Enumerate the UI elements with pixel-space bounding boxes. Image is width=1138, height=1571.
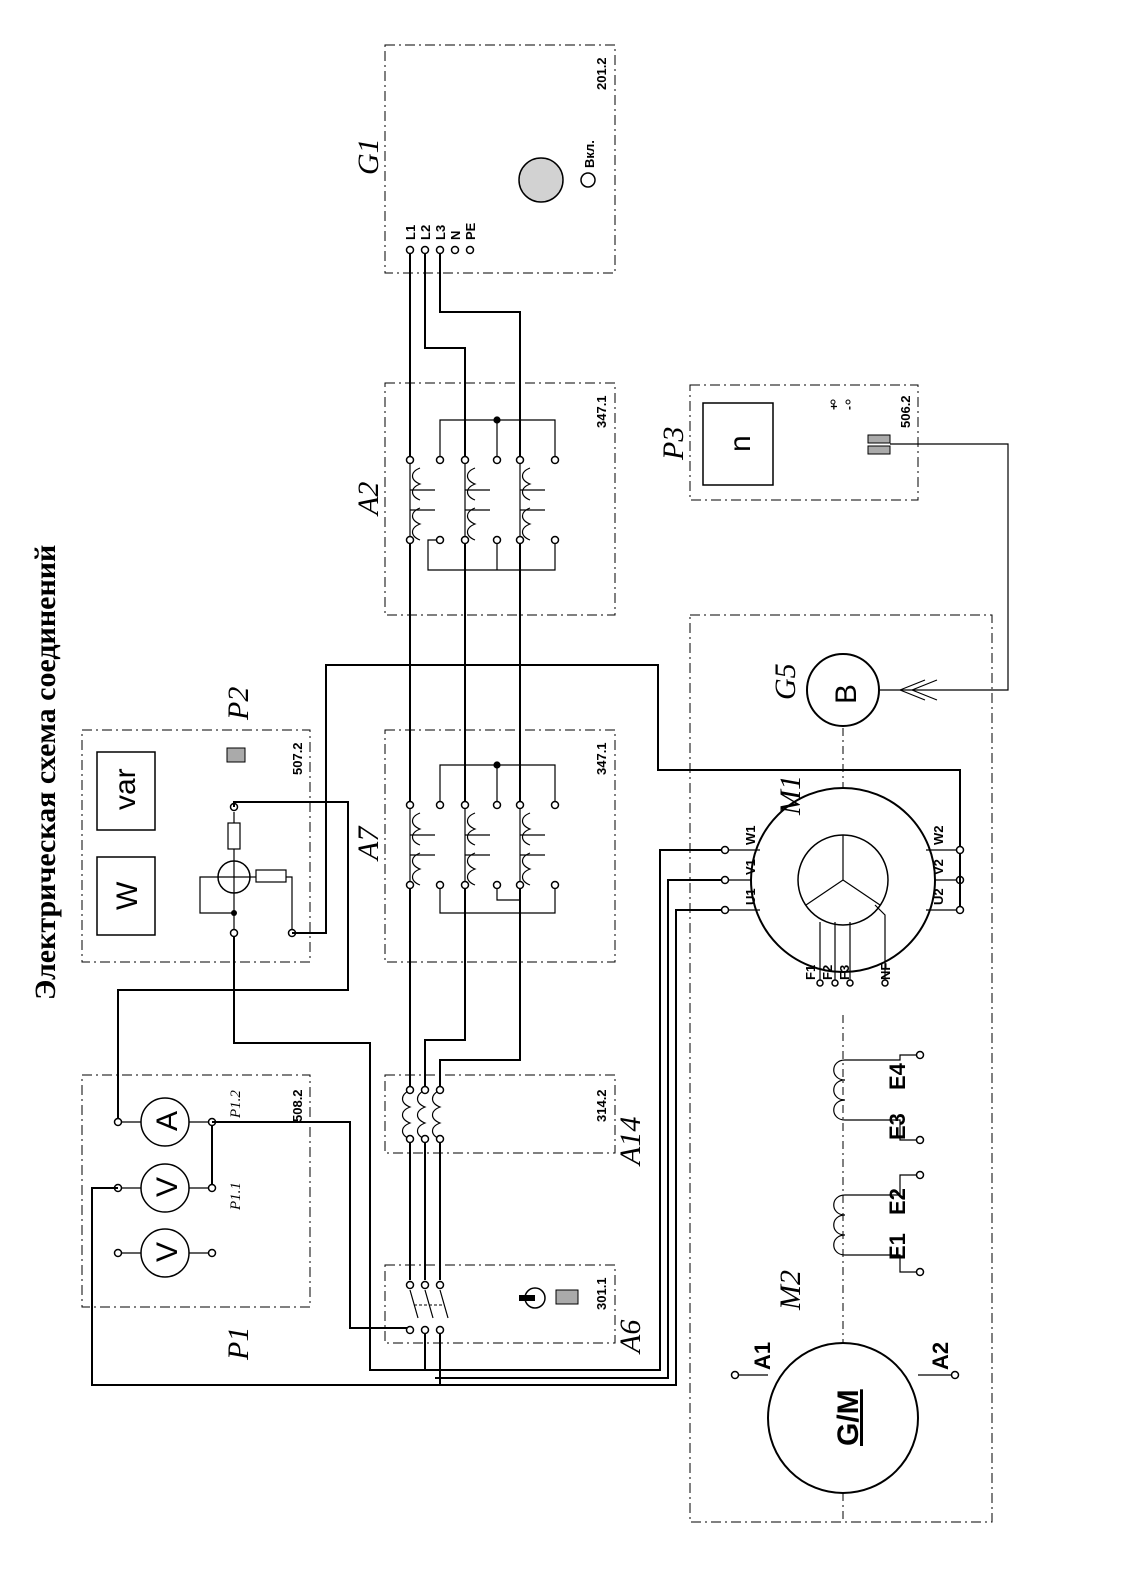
a14-code: 314.2 bbox=[594, 1089, 609, 1122]
a2-code: 347.1 bbox=[594, 395, 609, 428]
wires-g1-a2 bbox=[409, 253, 521, 460]
p3-display-n-text: n bbox=[724, 435, 757, 452]
svg-text:V2: V2 bbox=[931, 859, 946, 875]
m2-machine: G/M M2 A1 A2 E1 E2 E3 E4 bbox=[730, 679, 960, 1520]
p1-sub-12: P1.2 bbox=[228, 1090, 244, 1119]
p3-code: 506.2 bbox=[898, 395, 913, 428]
g5-generator: B G5 bbox=[769, 653, 880, 727]
svg-text:U1: U1 bbox=[743, 888, 758, 905]
svg-text:V: V bbox=[151, 1177, 184, 1197]
m2-label: M2 bbox=[774, 1270, 807, 1311]
svg-text:W1: W1 bbox=[743, 826, 758, 846]
svg-text:U2: U2 bbox=[931, 888, 946, 905]
module-p2: 507.2 P2 var W bbox=[81, 687, 311, 963]
g5-symbol: B bbox=[830, 684, 863, 704]
module-p3: 506.2 P3 n + - bbox=[657, 384, 1009, 691]
p1-code: 508.2 bbox=[290, 1089, 305, 1122]
g1-terminal-l1: L1 bbox=[403, 225, 418, 240]
p1-label: P1 bbox=[222, 1327, 255, 1361]
g1-terminal-n: N bbox=[448, 231, 463, 240]
svg-text:E4: E4 bbox=[885, 1062, 910, 1090]
a6-code: 301.1 bbox=[594, 1277, 609, 1310]
svg-text:V1: V1 bbox=[743, 859, 758, 875]
p3-display-n bbox=[702, 402, 774, 486]
p2-display-w bbox=[96, 856, 156, 936]
p2-display-var bbox=[96, 751, 156, 831]
g1-terminal-l2: L2 bbox=[418, 225, 433, 240]
module-a6: 301.1 A6 bbox=[384, 1264, 647, 1355]
svg-text:E1: E1 bbox=[885, 1233, 910, 1260]
m1-label: M1 bbox=[774, 775, 807, 816]
module-a14: 314.2 A14 bbox=[384, 1074, 647, 1167]
module-a2: 347.1 A2 bbox=[352, 382, 616, 616]
p2-display-w-text: W bbox=[111, 881, 144, 910]
g1-label: G1 bbox=[352, 138, 385, 175]
m2-symbol: G/M bbox=[832, 1389, 865, 1446]
p2-display-var-text: var bbox=[109, 768, 142, 810]
svg-text:E3: E3 bbox=[885, 1113, 910, 1140]
p3-plus: + bbox=[827, 403, 841, 410]
a14-label: A14 bbox=[614, 1117, 647, 1167]
p2-switch[interactable] bbox=[226, 747, 246, 763]
a7-code: 347.1 bbox=[594, 742, 609, 775]
g1-code: 201.2 bbox=[594, 57, 609, 90]
g1-power-knob[interactable] bbox=[518, 157, 564, 203]
p2-label: P2 bbox=[222, 687, 255, 721]
svg-text:A: A bbox=[151, 1111, 184, 1131]
a2-windings bbox=[409, 416, 556, 571]
module-p1: 508.2 P1 A V V P1.2 P1.1 bbox=[81, 1074, 311, 1361]
module-g1: 201.2 G1 Вкл. L1 L2 L3 N PE bbox=[352, 44, 616, 274]
svg-text:F2: F2 bbox=[820, 965, 835, 980]
diagram-title: Электрическая схема соединений bbox=[29, 545, 62, 1000]
g1-terminal-pe: PE bbox=[463, 222, 478, 240]
svg-text:A2: A2 bbox=[928, 1342, 953, 1370]
svg-text:F1: F1 bbox=[803, 965, 818, 980]
p1-sub-11: P1.1 bbox=[228, 1182, 244, 1211]
a6-switch[interactable] bbox=[555, 1289, 579, 1305]
a6-handle[interactable] bbox=[519, 1295, 535, 1301]
p3-label: P3 bbox=[657, 427, 690, 461]
p3-minus: - bbox=[842, 406, 856, 410]
m1-motor: M1 W1 V1 U1 W2 V2 U2 F1 F2 F3 NF bbox=[720, 775, 965, 987]
svg-text:A1: A1 bbox=[750, 1342, 775, 1370]
svg-text:W2: W2 bbox=[931, 826, 946, 846]
a2-label: A2 bbox=[352, 482, 385, 517]
svg-text:F3: F3 bbox=[837, 965, 852, 980]
g5-label: G5 bbox=[769, 663, 802, 700]
g1-switch-label: Вкл. bbox=[582, 140, 597, 168]
p2-code: 507.2 bbox=[290, 742, 305, 775]
a7-windings bbox=[409, 761, 556, 914]
a7-label: A7 bbox=[352, 825, 385, 862]
machine-frame bbox=[689, 614, 993, 1523]
p3-connector[interactable] bbox=[867, 434, 891, 444]
g1-switch-indicator[interactable] bbox=[580, 172, 596, 188]
g1-terminal-l3: L3 bbox=[433, 225, 448, 240]
a6-label: A6 bbox=[614, 1320, 647, 1355]
module-a7: 347.1 A7 bbox=[352, 729, 616, 963]
svg-text:E2: E2 bbox=[885, 1188, 910, 1215]
svg-text:V: V bbox=[151, 1242, 184, 1262]
